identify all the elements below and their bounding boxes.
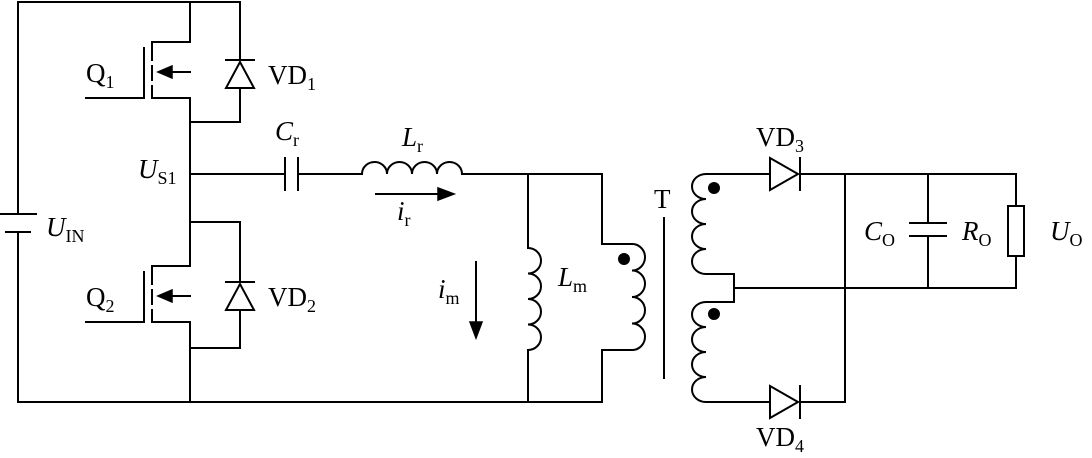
polarity-dot-secondary-lower (708, 308, 720, 320)
resistor-ro (1007, 173, 1025, 289)
transformer-secondary-winding-upper (691, 172, 720, 276)
inductor-lm (526, 173, 542, 403)
diode-vd2 (189, 221, 256, 349)
diode-vd4 (705, 173, 846, 420)
capacitor-cr (284, 157, 363, 191)
diode-vd1 (189, 1, 256, 123)
half-bridge-midpoint (189, 121, 286, 223)
label-uin: UIN (46, 212, 85, 246)
diode-vd3 (705, 156, 1017, 192)
label-ir: ir (397, 196, 411, 230)
label-q2: Q2 (86, 282, 115, 316)
polarity-dot-secondary-upper (708, 182, 720, 194)
label-vd3: VD3 (756, 122, 804, 156)
label-us1: US1 (138, 154, 177, 188)
label-transformer: T (654, 184, 671, 214)
transformer-primary-winding (601, 242, 646, 352)
label-im: im (438, 274, 460, 308)
label-vd4: VD4 (756, 422, 804, 456)
label-vd1: VD1 (268, 60, 316, 94)
label-lr: Lr (401, 122, 423, 156)
label-co: CO (864, 216, 895, 250)
inductor-lr (360, 161, 603, 245)
label-q1: Q1 (86, 58, 115, 92)
label-lm: Lm (557, 262, 587, 296)
current-arrow-im (468, 261, 484, 341)
center-tap (705, 273, 1017, 303)
input-voltage-source (0, 1, 37, 403)
switch-q2 (85, 221, 191, 403)
switch-q1 (85, 1, 191, 123)
label-vd2: VD2 (268, 282, 316, 316)
current-arrow-ir (375, 186, 457, 202)
label-ro: RO (961, 216, 992, 250)
polarity-dot-primary (618, 253, 630, 265)
capacitor-co (909, 173, 947, 289)
bottom-return-wire (189, 349, 603, 403)
dc-bus-wires (17, 1, 191, 403)
label-uo: UO (1050, 216, 1083, 250)
transformer-secondary-winding-lower (691, 300, 720, 404)
label-cr: Cr (275, 116, 299, 150)
